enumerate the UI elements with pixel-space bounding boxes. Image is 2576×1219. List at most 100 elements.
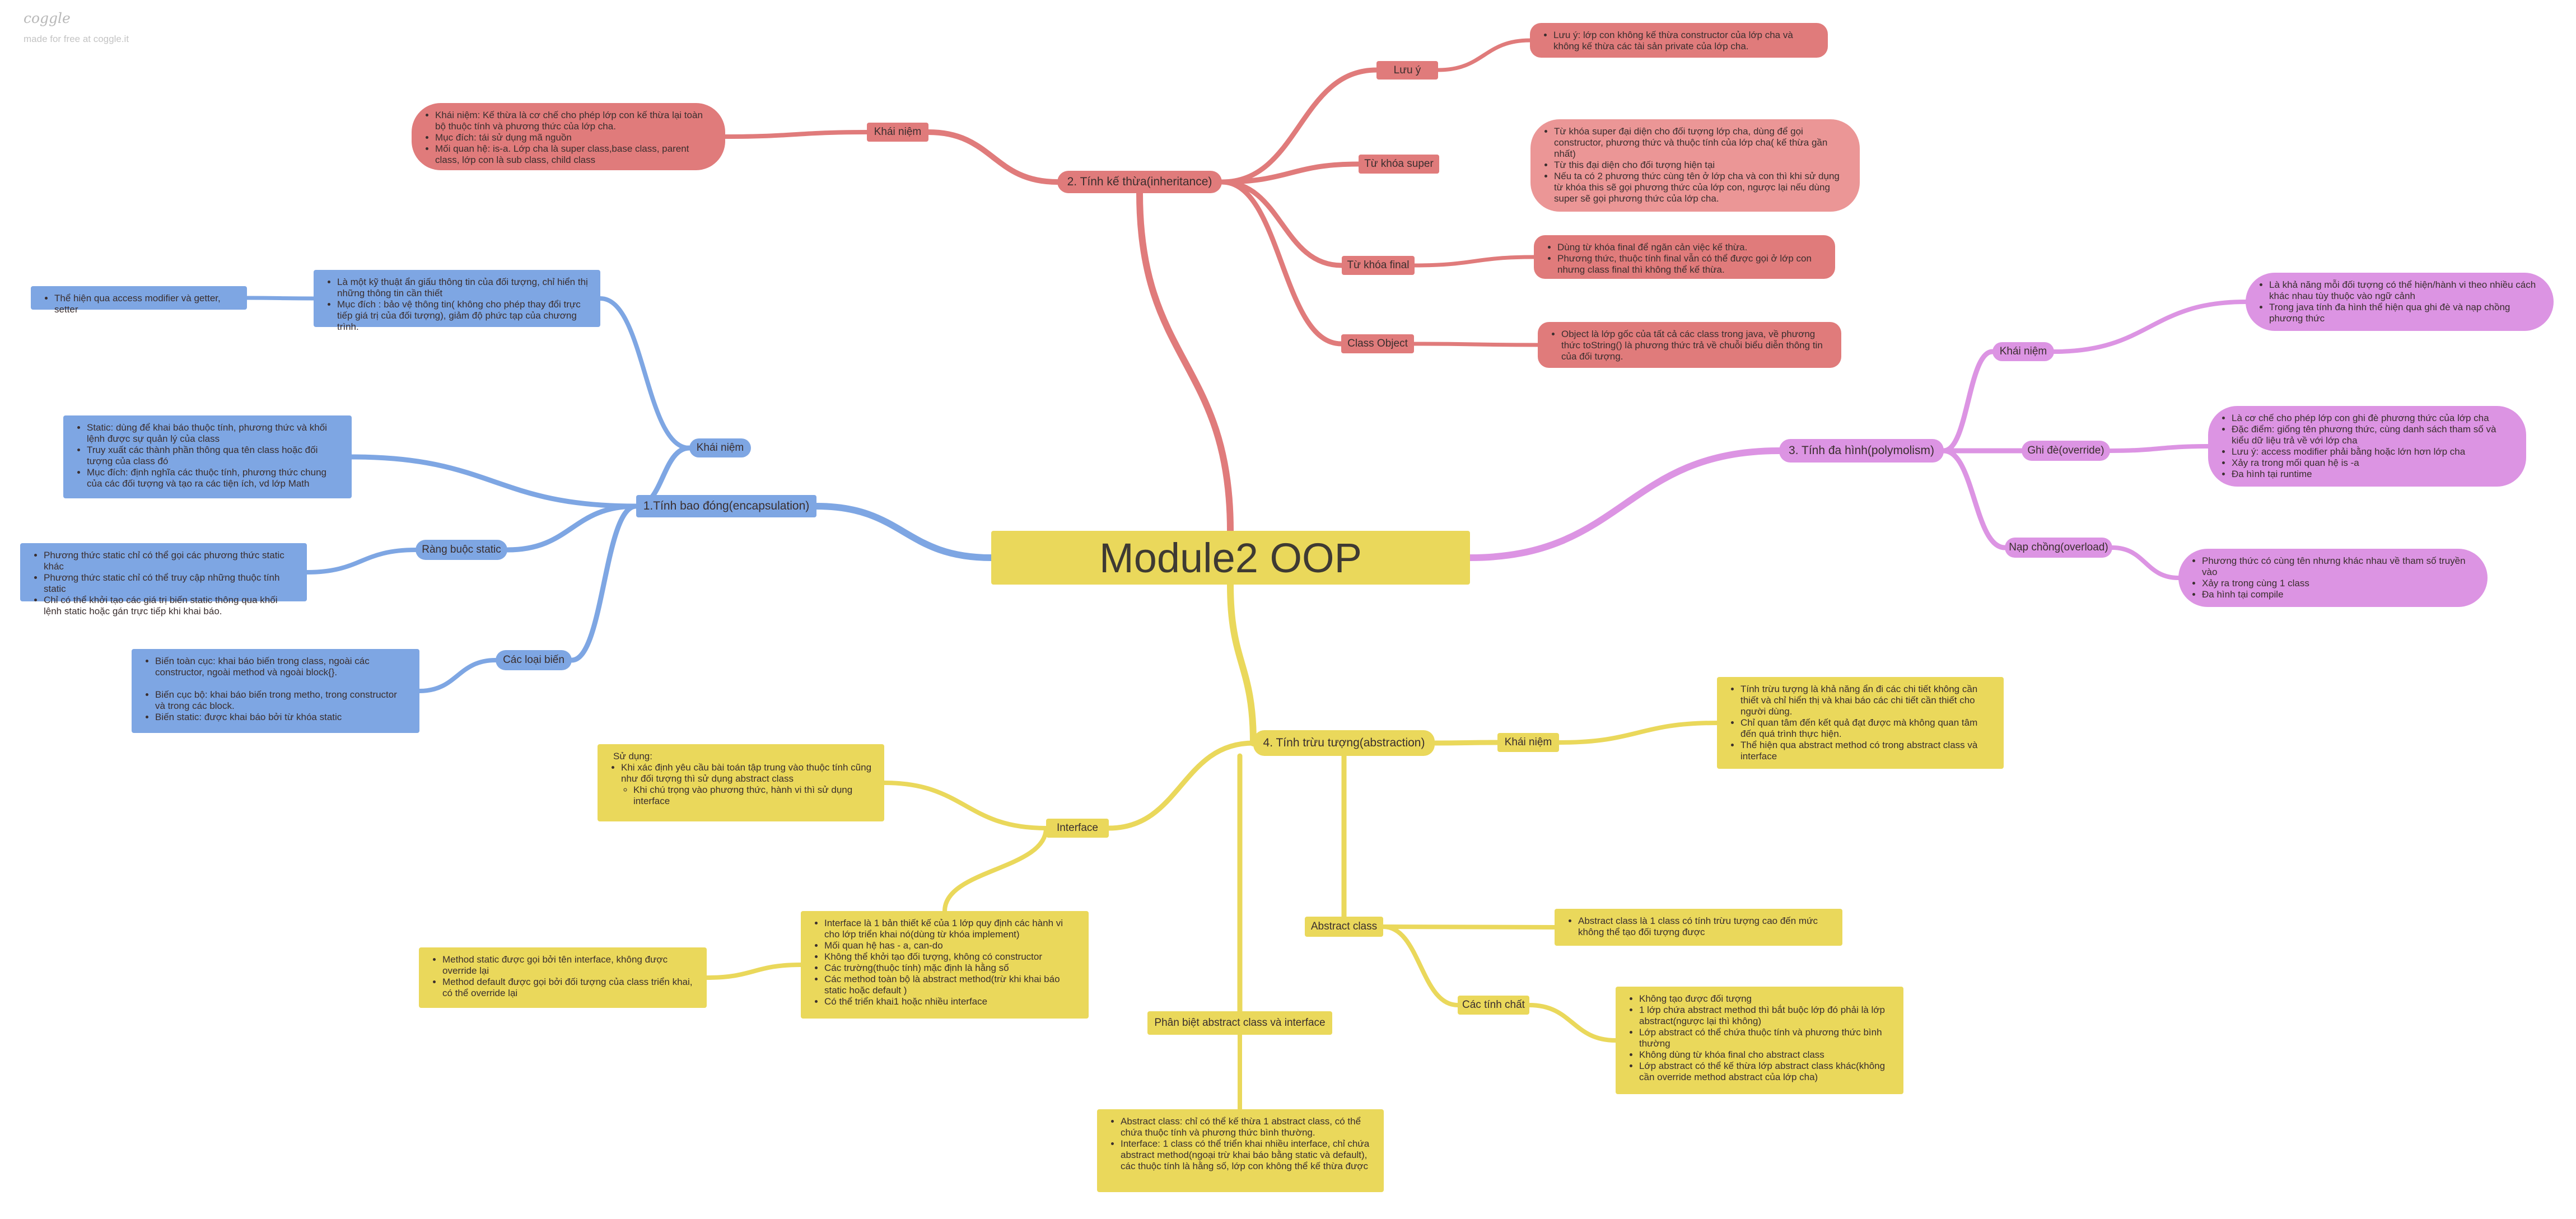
edge-overload-note xyxy=(2110,545,2181,580)
inheritance-concept-note: Khái niệm: Kế thừa là cơ chế cho phép lớ… xyxy=(412,103,725,170)
polymorphism-concept-node[interactable]: Khái niệm xyxy=(1992,342,2054,361)
super-keyword-note: Từ khóa super đại diện cho đối tượng lớp… xyxy=(1530,119,1860,212)
note-item: Interface: 1 class có thể triển khai nhi… xyxy=(1121,1138,1373,1172)
edge-enc-static xyxy=(349,454,639,509)
super-keyword-node[interactable]: Từ khóa super xyxy=(1359,155,1439,174)
static-constraint-node[interactable]: Ràng buộc static xyxy=(416,540,507,560)
abstraction-concept-note: Tính trừu tượng là khả năng ẩn đi các ch… xyxy=(1717,677,2004,769)
note-item: Có thể triển khai1 hoặc nhiều interface xyxy=(824,996,1077,1007)
edge-concept-note xyxy=(723,130,869,139)
abstraction-concept-node[interactable]: Khái niệm xyxy=(1497,733,1559,752)
edge-constraint-note xyxy=(305,548,418,575)
note-item: Interface là 1 bản thiết kế của 1 lớp qu… xyxy=(824,918,1077,940)
note-item: Thể hiện qua abstract method có trong ab… xyxy=(1740,740,1992,762)
usage-title: Sử dụng: xyxy=(613,751,652,762)
inheritance-note-node[interactable]: Lưu ý xyxy=(1376,61,1438,80)
inheritance-concept-node[interactable]: Khái niệm xyxy=(867,123,928,142)
note-item: Từ khóa super đại diện cho đối tượng lớp… xyxy=(1554,126,1849,160)
class-object-node[interactable]: Class Object xyxy=(1341,334,1414,353)
abstract-class-note: Abstract class là 1 class có tính trừu t… xyxy=(1555,909,1842,946)
inheritance-node[interactable]: 2. Tính kế thừa(inheritance) xyxy=(1057,171,1222,193)
overload-note: Phương thức có cùng tên nhưng khác nhau … xyxy=(2178,549,2488,607)
interface-note: Interface là 1 bản thiết kế của 1 lớp qu… xyxy=(801,911,1089,1019)
interface-node[interactable]: Interface xyxy=(1046,819,1109,838)
edge-abstract-props xyxy=(1381,924,1460,1007)
edge-concept-note xyxy=(2052,300,2248,354)
variable-types-node[interactable]: Các loại biến xyxy=(496,650,572,670)
edge-inh-super xyxy=(1219,161,1361,185)
note-item: Phương thức, thuộc tính final vẫn có thể… xyxy=(1557,253,1824,275)
note-item: Method static được gọi bởi tên interface… xyxy=(442,954,696,977)
edge-concept-note xyxy=(1557,721,1719,745)
note-item: Mục đích: tái sử dụng mã nguồn xyxy=(435,132,714,143)
edge-note-text xyxy=(1436,38,1532,72)
note-item: Biến static: được khai báo bởi từ khóa s… xyxy=(155,712,408,723)
overload-node[interactable]: Nạp chồng(overload) xyxy=(2005,538,2112,558)
edge-enc-vars xyxy=(569,503,639,663)
note-item: Các trường(thuộc tính) mặc định là hằng … xyxy=(824,963,1077,974)
edge-abs-concept xyxy=(1432,740,1500,746)
note-item: Mục đích: định nghĩa các thuộc tính, phư… xyxy=(87,467,340,489)
edge-interface-method xyxy=(704,963,803,980)
override-note: Là cơ chế cho phép lớp con ghi đè phương… xyxy=(2208,406,2526,487)
note-item: Nếu ta có 2 phương thức cùng tên ở lớp c… xyxy=(1554,171,1849,204)
polymorphism-node[interactable]: 3. Tính đa hình(polymolism) xyxy=(1779,439,1944,463)
final-keyword-node[interactable]: Từ khóa final xyxy=(1342,256,1415,275)
edge-poly-concept xyxy=(1941,349,1995,454)
note-item: Dùng từ khóa final để ngăn cản việc kế t… xyxy=(1557,242,1824,253)
static-constraint-note: Phương thức static chỉ có thể gọi các ph… xyxy=(20,543,307,616)
note-item: Trong java tính đa hình thể hiện qua ghi… xyxy=(2269,302,2542,324)
edge-concept-note xyxy=(598,296,692,450)
note-item: Không tạo được đối tượng xyxy=(1639,993,1892,1005)
edge-vars-note xyxy=(417,658,498,693)
coggle-logo: coggle xyxy=(24,10,71,26)
edge-interface-usage xyxy=(882,781,1048,830)
encapsulation-node[interactable]: 1.Tính bao đóng(encapsulation) xyxy=(636,495,816,517)
note-item: Phương thức static chỉ có thể truy cập n… xyxy=(44,572,296,595)
note-item: Mối quan hệ: is-a. Lớp cha là super clas… xyxy=(435,143,714,166)
note-item: Biến cục bộ: khai báo biến trong metho, … xyxy=(155,689,408,712)
properties-node[interactable]: Các tính chất xyxy=(1458,996,1529,1015)
note-item: Abstract class là 1 class có tính trừu t… xyxy=(1578,916,1831,938)
abstract-class-node[interactable]: Abstract class xyxy=(1305,917,1383,937)
class-object-note: Object là lớp gốc của tất cả các class t… xyxy=(1538,322,1841,368)
encapsulation-concept-note: Là một kỹ thuật ẩn giấu thông tin của đố… xyxy=(314,270,600,332)
note-item: Đa hình tại compile xyxy=(2202,589,2476,600)
note-item: Chỉ có thể khởi tạo các giá trị biến sta… xyxy=(44,595,296,617)
encapsulation-concept-node[interactable]: Khái niệm xyxy=(689,438,751,457)
note-item: Không dùng từ khóa final cho abstract cl… xyxy=(1639,1049,1892,1061)
note-item: Đa hình tại runtime xyxy=(2232,469,2515,480)
properties-note: Không tạo được đối tượng1 lớp chứa abstr… xyxy=(1616,987,1903,1094)
coggle-credit[interactable]: made for free at coggle.it xyxy=(24,34,129,44)
interface-method-note: Method static được gọi bởi tên interface… xyxy=(419,947,707,1008)
note-item: Lưu ý: access modifier phải bằng hoặc lớ… xyxy=(2232,446,2515,457)
edge-inh-final xyxy=(1219,179,1345,268)
inheritance-note-text: Lưu ý: lớp con không kế thừa constructor… xyxy=(1530,23,1828,58)
polymorphism-concept-note: Là khả năng mỗi đối tượng có thể hiện/hà… xyxy=(2246,273,2554,331)
root-node[interactable]: Module2 OOP xyxy=(991,531,1470,585)
note-item: Abstract class: chỉ có thể kế thừa 1 abs… xyxy=(1121,1116,1373,1138)
note-item: Phương thức static chỉ có thể gọi các ph… xyxy=(44,550,296,572)
usage-note: Sử dụng: Khi xác định yêu cầu bài toán t… xyxy=(598,744,884,821)
note-item: Không thể khởi tạo đối tượng, không có c… xyxy=(824,951,1077,963)
edge-props-note xyxy=(1527,1003,1618,1043)
note-item: Biến toàn cục: khai báo biến trong class… xyxy=(155,656,408,678)
compare-note: Abstract class: chỉ có thể kế thừa 1 abs… xyxy=(1097,1109,1384,1192)
note-item: Mối quan hệ has - a, can-do xyxy=(824,940,1077,951)
edge-root-encapsulation xyxy=(813,503,995,561)
edge-poly-overload xyxy=(1941,448,2008,550)
edge-inh-note xyxy=(1219,67,1379,185)
compare-node[interactable]: Phân biệt abstract class và interface xyxy=(1147,1011,1332,1035)
edge-root-abstraction xyxy=(1227,581,1257,746)
edge-abs-interface xyxy=(1106,740,1256,831)
override-node[interactable]: Ghi đè(override) xyxy=(2022,441,2110,461)
note-item: Object là lớp gốc của tất cả các class t… xyxy=(1561,329,1830,362)
note-item: Xảy ra trong mối quan hệ is -a xyxy=(2232,457,2515,469)
access-modifier-note: Thể hiện qua access modifier và getter, … xyxy=(31,286,247,315)
note-item: Xảy ra trong cùng 1 class xyxy=(2202,578,2476,589)
edge-interface-note xyxy=(942,826,1048,913)
note-item: Tính trừu tượng là khả năng ẩn đi các ch… xyxy=(1740,684,1992,717)
abstraction-node[interactable]: 4. Tính trừu tượng(abstraction) xyxy=(1253,730,1435,756)
